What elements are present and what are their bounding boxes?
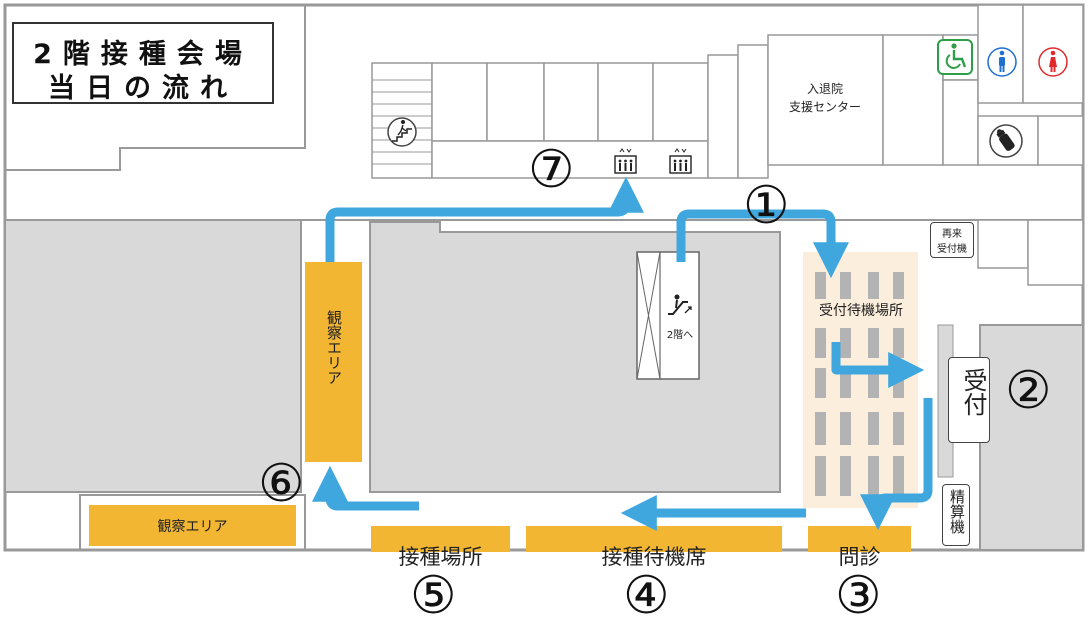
center-block (369, 221, 781, 493)
vaccination-place-label: 接種場所 (398, 545, 483, 569)
step-4-marker: ④ (623, 566, 670, 626)
step-6-marker: ⑥ (258, 454, 305, 514)
stairs-icon (387, 117, 417, 147)
step-2-marker: ② (1005, 361, 1052, 421)
consultation-label: 問診 (838, 545, 881, 569)
title-box: 2階接種会場 当日の流れ (12, 22, 274, 104)
vaccination-place-zone (371, 526, 510, 552)
left-block (4, 219, 302, 493)
stairs-structure (372, 79, 432, 165)
escalator (636, 251, 700, 380)
step-3-marker: ③ (835, 566, 882, 626)
step-1-marker: ① (743, 176, 790, 236)
elevator-icon (669, 148, 692, 174)
wall-top-left (5, 5, 306, 171)
revisit-machine-line-2: 受付機 (937, 244, 967, 255)
right-block (979, 324, 1084, 551)
route-reception-to-consultation (860, 398, 933, 531)
title-line-2: 当日の流れ (48, 73, 238, 104)
wheelchair-icon (937, 39, 973, 75)
baby-bottle-icon (989, 124, 1023, 158)
reception-sign: 受付 (948, 357, 990, 443)
revisit-machine-line-1: 再来 (942, 229, 962, 240)
elevator-icon (614, 148, 637, 174)
admission-support-line-1: 入退院 (806, 82, 843, 96)
escalator-icon (668, 294, 692, 315)
observation-area-vertical-zone (305, 262, 362, 462)
reception-label: 受付 (959, 368, 987, 416)
consultation-zone (808, 526, 911, 552)
route-place-to-observation (312, 465, 419, 511)
waiting-area-label: 受付待機場所 (806, 300, 916, 320)
escalator-label: 2階へ (666, 330, 694, 341)
title-line-1: 2階接種会場 (33, 39, 253, 70)
observation-area-horizontal-zone (89, 505, 296, 546)
step-7-marker: ⑦ (528, 140, 575, 200)
revisit-machine-sign: 再来 受付機 (930, 222, 974, 258)
male-restroom-icon (987, 47, 1017, 77)
female-restroom-icon (1038, 47, 1068, 77)
observation-area-horizontal-label: 観察エリア (157, 519, 228, 535)
payment-machine-label: 精算機 (948, 489, 966, 534)
top-rooms (371, 4, 1084, 286)
observation-area-vertical-label: 観察エリア (325, 310, 343, 385)
wall-bottom-left (79, 494, 306, 550)
route-waiting-to-reception (831, 342, 925, 388)
route-observation-to-elevator (325, 176, 644, 262)
route-arrows (312, 176, 933, 531)
step-5-marker: ⑤ (410, 566, 457, 626)
admission-support-line-2: 支援センター (788, 100, 861, 114)
payment-machine-sign: 精算機 (942, 484, 970, 546)
vaccination-waiting-label: 接種待機席 (601, 545, 707, 569)
route-escalator-to-waiting (676, 209, 849, 279)
